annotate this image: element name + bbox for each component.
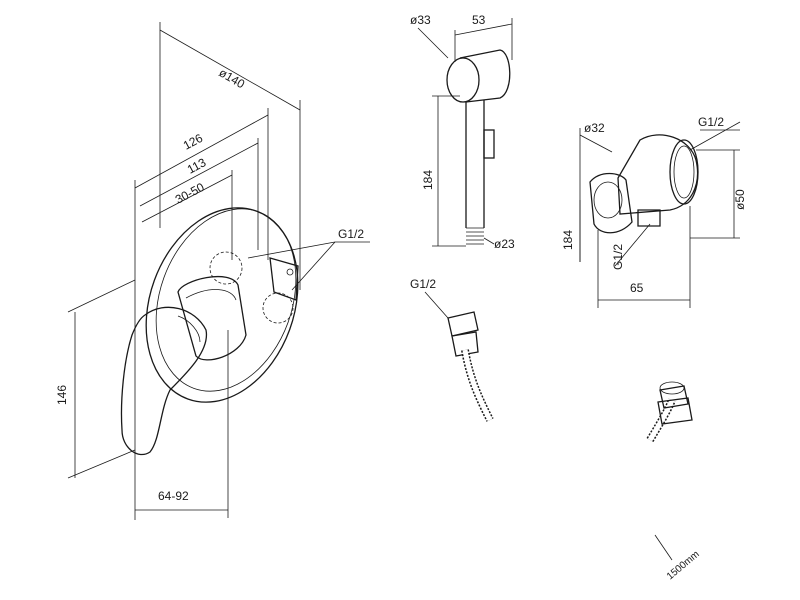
outlet-connector bbox=[637, 209, 661, 227]
shower-head-body bbox=[459, 49, 511, 103]
mixer-rear-bracket bbox=[269, 257, 299, 301]
shower-stem bbox=[465, 100, 485, 228]
shower-button bbox=[483, 129, 495, 159]
dim-label-diameter-140: ø140 bbox=[217, 65, 248, 91]
shower-thread-end bbox=[466, 227, 484, 245]
dim-line-113 bbox=[139, 142, 259, 207]
hose-ferrule-top bbox=[451, 331, 479, 357]
outlet-holder-ring bbox=[593, 181, 623, 219]
dim-label-30-50: 30-50 bbox=[173, 180, 207, 207]
dim-label-65: 65 bbox=[630, 281, 644, 295]
dim-line-126 bbox=[134, 114, 269, 189]
hose-nut-opening bbox=[659, 381, 685, 395]
mixer-wall-plate-inner bbox=[155, 208, 297, 392]
dim-label-diameter-32: ø32 bbox=[584, 121, 605, 135]
outlet-flange-inner bbox=[673, 145, 695, 199]
outlet-body bbox=[617, 134, 699, 215]
dim-label-53: 53 bbox=[472, 13, 486, 27]
mixer-body-ring bbox=[185, 289, 237, 301]
dim-label-diameter-23: ø23 bbox=[494, 237, 515, 251]
mixer-lever-edge bbox=[177, 315, 201, 343]
dim-leader-32 bbox=[579, 134, 613, 153]
thread-label-hose: G1/2 bbox=[410, 277, 436, 291]
dim-line-53 bbox=[454, 23, 513, 36]
bracket-hole bbox=[286, 268, 294, 276]
leader-line bbox=[654, 534, 673, 561]
dim-label-diameter-33: ø33 bbox=[410, 13, 431, 27]
dim-label-64-92: 64-92 bbox=[158, 489, 189, 503]
dim-label-184-shower: 184 bbox=[421, 170, 435, 190]
ext-line bbox=[67, 279, 136, 313]
dim-leader-23 bbox=[483, 237, 495, 245]
hose-nut-top bbox=[447, 311, 479, 337]
mixer-body bbox=[177, 275, 247, 361]
hose-coil bbox=[461, 344, 676, 566]
dim-label-184-outlet: 184 bbox=[561, 230, 575, 250]
dim-line-140 bbox=[159, 29, 301, 111]
ext-line bbox=[67, 449, 136, 479]
leader-line bbox=[614, 223, 651, 267]
thread-label-outlet-bottom: G1/2 bbox=[611, 244, 625, 270]
hose-length-label: 1500mm bbox=[665, 549, 702, 582]
dim-leader-33 bbox=[417, 27, 449, 59]
dim-label-146: 146 bbox=[55, 385, 69, 405]
dim-line-30-50 bbox=[141, 174, 233, 223]
shower-head-face bbox=[446, 57, 480, 103]
dim-label-diameter-50: ø50 bbox=[733, 189, 747, 210]
outlet-flange bbox=[669, 139, 699, 205]
leader-line bbox=[247, 241, 336, 259]
thread-marker-upper bbox=[209, 251, 243, 285]
thread-label-mixer: G1/2 bbox=[338, 227, 364, 241]
hose-drawing: G1/2 1500mm bbox=[410, 277, 702, 582]
leader-line bbox=[424, 291, 449, 319]
leader-line bbox=[689, 121, 741, 151]
wall-outlet-drawing: ø32 G1/2 ø50 184 G1/2 65 bbox=[561, 115, 747, 308]
dim-label-126: 126 bbox=[181, 131, 206, 153]
mixer-lever bbox=[120, 306, 208, 456]
hand-shower-drawing: ø33 53 184 ø23 bbox=[410, 13, 515, 251]
thread-label-outlet-top: G1/2 bbox=[698, 115, 724, 129]
leader-line bbox=[291, 241, 336, 291]
mixer-drawing: ø140 126 113 30-50 146 64-92 bbox=[55, 22, 370, 520]
hose-nut-right bbox=[657, 397, 693, 425]
outlet-holder bbox=[589, 172, 633, 234]
